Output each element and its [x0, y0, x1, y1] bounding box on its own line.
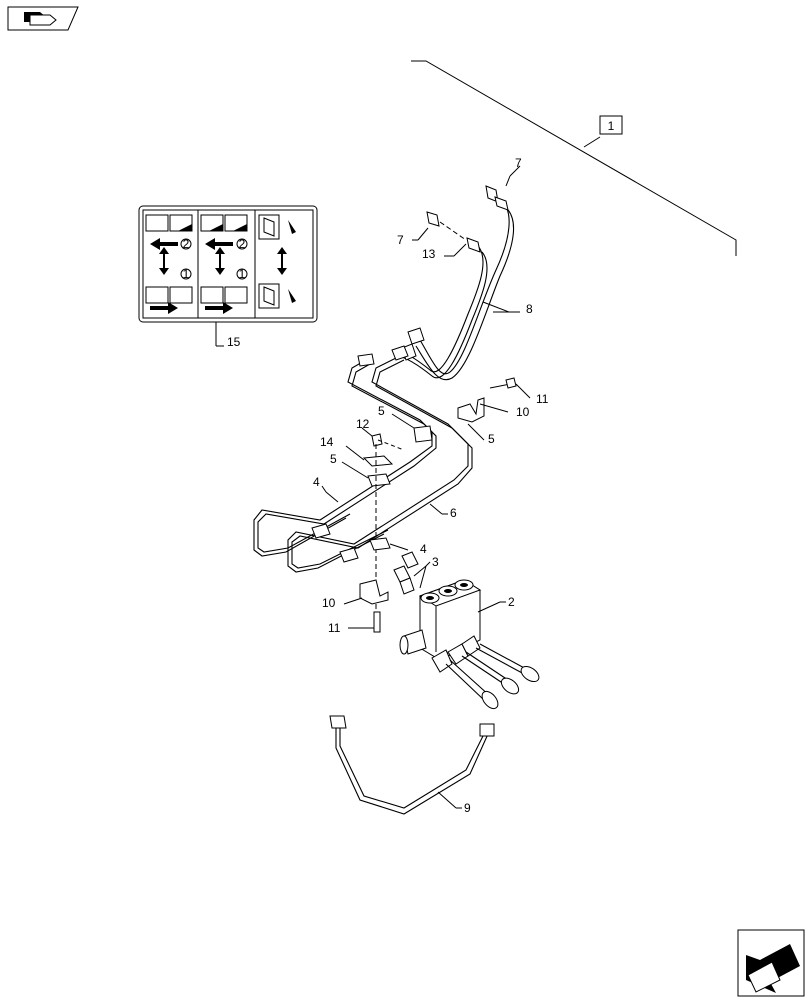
callout-2: 2	[508, 595, 515, 609]
decal-marker-2a: 2	[183, 237, 190, 251]
callout-11b: 11	[328, 621, 341, 635]
callout-5b: 5	[488, 432, 495, 446]
callout-4b: 4	[420, 542, 427, 556]
callout-5c: 5	[330, 452, 337, 466]
pipe-9: 9	[329, 715, 495, 815]
hose-assembly: 8 7 7 13	[395, 156, 533, 381]
callout-15: 15	[227, 335, 241, 349]
callout-1: 1	[608, 119, 615, 133]
book-arrow-icon[interactable]	[7, 6, 79, 31]
callout-7a: 7	[515, 156, 522, 170]
forward-arrow-icon[interactable]	[737, 929, 805, 997]
pipe-assembly: 4 6	[253, 345, 473, 573]
callout-11a: 11	[536, 392, 549, 406]
callout-9: 9	[464, 801, 471, 815]
control-valve: 2	[399, 579, 540, 710]
decal-marker-1b: 1	[239, 267, 246, 281]
clamp-assembly: 5 5 10 11 12 14 5 4 10 11	[320, 377, 549, 635]
callout-3: 3	[432, 555, 439, 569]
callout-6: 6	[450, 506, 457, 520]
callout-7b: 7	[397, 233, 404, 247]
callout-10b: 10	[322, 596, 336, 610]
callout-12: 12	[356, 417, 370, 431]
callout-4a: 4	[313, 475, 320, 489]
decal: 2 1 2 1 15	[138, 205, 318, 349]
callout-5a: 5	[378, 404, 385, 418]
fitting-group: 3	[393, 551, 439, 595]
decal-marker-2b: 2	[239, 237, 246, 251]
callout-14: 14	[320, 435, 334, 449]
callout-13: 13	[422, 247, 436, 261]
assembly-bracket: 1	[411, 60, 737, 256]
callout-8: 8	[526, 302, 533, 316]
callout-10a: 10	[516, 405, 530, 419]
decal-marker-1a: 1	[183, 267, 190, 281]
